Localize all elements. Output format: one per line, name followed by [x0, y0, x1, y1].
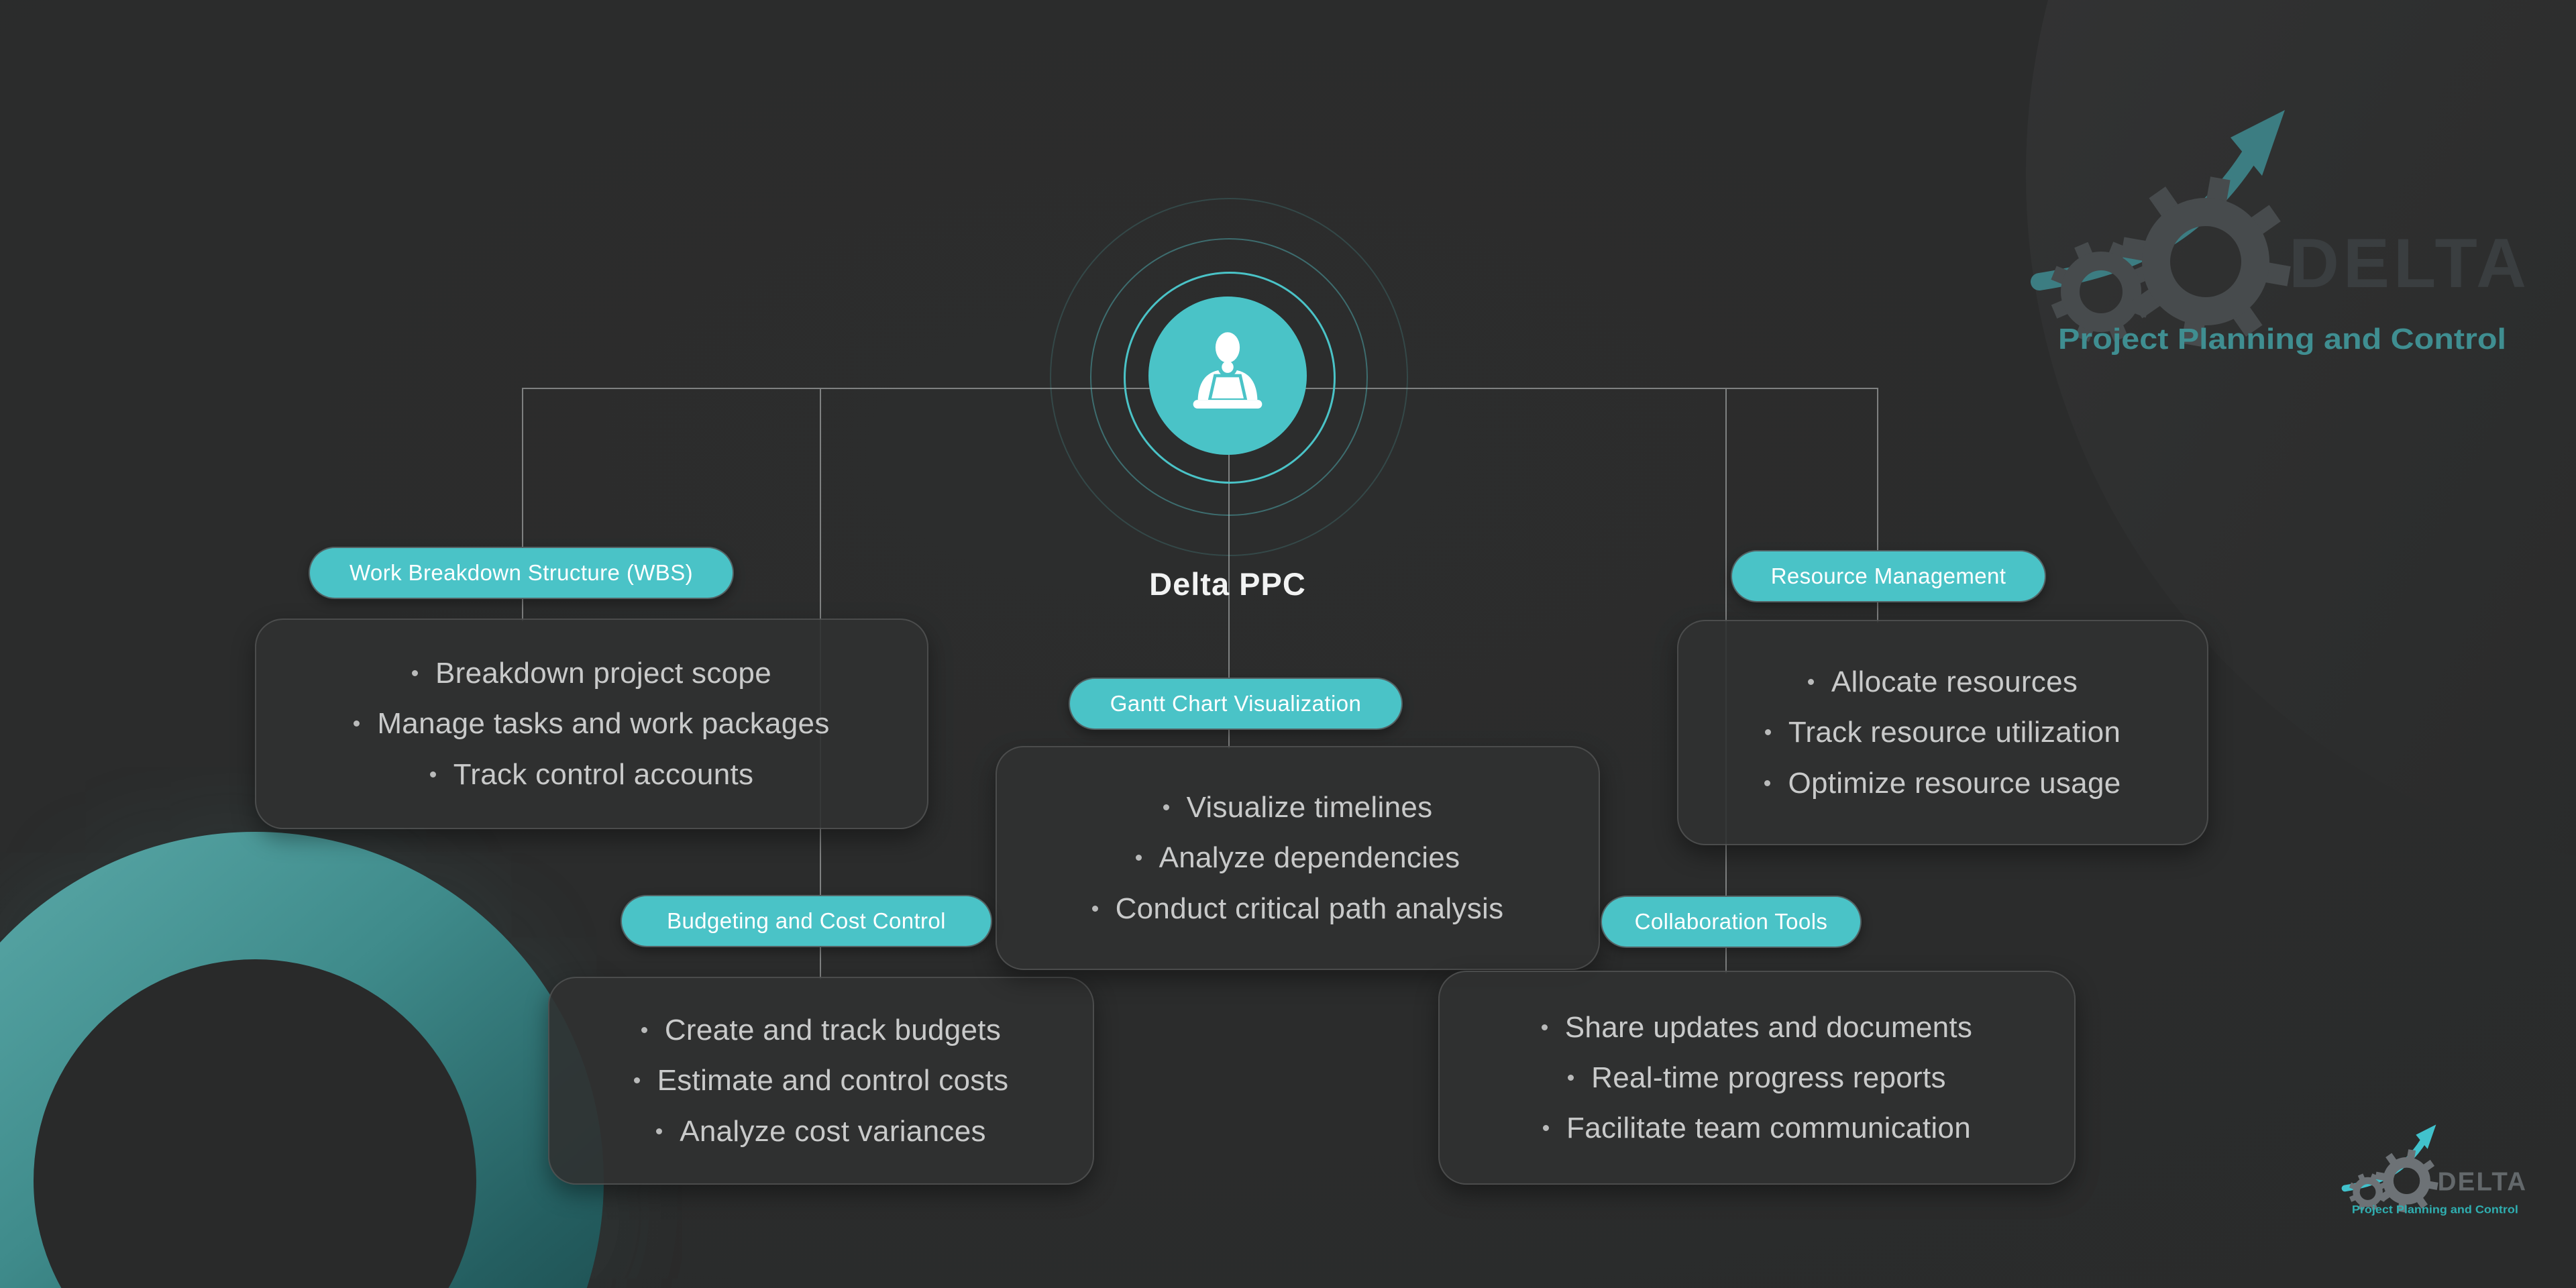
delta-logo-small: DELTA Project Planning and Control	[2340, 1114, 2532, 1220]
branch-badge-resource: Resource Management	[1731, 550, 2046, 602]
list-item-text: Manage tasks and work packages	[377, 707, 830, 741]
bullet-icon	[1163, 804, 1169, 811]
bullet-icon	[1541, 1024, 1548, 1030]
list-item-text: Create and track budgets	[664, 1014, 1002, 1047]
list-item-text: Facilitate team communication	[1566, 1112, 1971, 1145]
list-item: Create and track budgets	[641, 1014, 1001, 1046]
list-item-text: Real-time progress reports	[1591, 1061, 1946, 1094]
list-item: Analyze cost variances	[656, 1115, 986, 1148]
person-at-laptop-icon	[1193, 332, 1263, 409]
page-title: Delta PPC	[1149, 566, 1306, 602]
branch-card-collaboration: Share updates and documents Real-time pr…	[1438, 971, 2076, 1185]
bullet-icon	[1764, 780, 1771, 786]
branch-badge-gantt: Gantt Chart Visualization	[1069, 678, 1403, 730]
list-item-text: Estimate and control costs	[657, 1064, 1009, 1097]
delta-logo-watermark: DELTA Project Planning and Control	[2026, 80, 2542, 366]
list-item-text: Allocate resources	[1831, 665, 2078, 699]
list-item: Allocate resources	[1807, 665, 2078, 699]
list-item: Visualize timelines	[1163, 791, 1433, 824]
connector-wbs	[522, 388, 523, 621]
outer-ring-decor	[1050, 198, 1408, 556]
bullet-icon	[1543, 1125, 1550, 1132]
branch-card-resource: Allocate resources Track resource utiliz…	[1677, 620, 2208, 845]
list-item: Analyze dependencies	[1135, 841, 1460, 875]
list-item-text: Visualize timelines	[1186, 791, 1433, 824]
branch-card-gantt: Visualize timelines Analyze dependencies…	[996, 746, 1600, 970]
gear-small-icon	[2051, 241, 2151, 342]
gear-large-icon	[2121, 176, 2291, 347]
bullet-icon	[1135, 855, 1142, 861]
list-item-text: Optimize resource usage	[1788, 766, 2121, 800]
list-item: Breakdown project scope	[412, 657, 771, 690]
delta-logo-graphic: DELTA Project Planning and Control	[2031, 110, 2530, 356]
bullet-icon	[412, 670, 419, 677]
delta-logo-graphic-small: DELTA Project Planning and Control	[2341, 1124, 2528, 1216]
branch-card-budgeting: Create and track budgets Estimate and co…	[548, 977, 1094, 1185]
inner-ring-decor	[1124, 272, 1336, 484]
list-item: Track control accounts	[429, 757, 754, 791]
list-item: Conduct critical path analysis	[1091, 892, 1504, 925]
list-item-text: Analyze dependencies	[1159, 841, 1460, 875]
teal-donut-decor	[0, 832, 604, 1288]
list-item-text: Analyze cost variances	[680, 1114, 986, 1148]
bullet-icon	[1807, 679, 1814, 686]
logo-tagline-text: Project Planning and Control	[2352, 1204, 2518, 1216]
logo-brand-text: DELTA	[2438, 1167, 2528, 1196]
bullet-icon	[429, 771, 436, 777]
list-item: Optimize resource usage	[1764, 767, 2121, 800]
list-item: Real-time progress reports	[1568, 1061, 1946, 1094]
branch-badge-collaboration: Collaboration Tools	[1601, 896, 1862, 948]
bullet-icon	[641, 1027, 647, 1034]
middle-ring-decor	[1090, 238, 1368, 516]
list-item: Facilitate team communication	[1543, 1112, 1971, 1144]
gear-small-icon	[2349, 1173, 2387, 1211]
logo-brand-text: DELTA	[2289, 225, 2530, 303]
bullet-icon	[633, 1077, 640, 1084]
connector-gantt	[1228, 376, 1230, 749]
gear-large-icon	[2375, 1149, 2438, 1213]
list-item-text: Track resource utilization	[1788, 716, 2121, 749]
list-item: Manage tasks and work packages	[354, 707, 829, 740]
logo-tagline-text: Project Planning and Control	[2058, 323, 2506, 356]
branch-badge-budgeting: Budgeting and Cost Control	[621, 895, 992, 947]
list-item-text: Breakdown project scope	[435, 657, 771, 690]
bullet-icon	[1568, 1074, 1574, 1081]
center-node	[1148, 297, 1307, 455]
bullet-icon	[354, 720, 360, 727]
list-item-text: Conduct critical path analysis	[1115, 892, 1504, 925]
bullet-icon	[1091, 905, 1098, 912]
list-item: Track resource utilization	[1764, 716, 2121, 749]
connector-resource	[1877, 388, 1878, 623]
list-item: Estimate and control costs	[633, 1064, 1009, 1097]
list-item: Share updates and documents	[1541, 1010, 1973, 1044]
list-item-text: Track control accounts	[453, 757, 754, 791]
growth-arrow-head	[2416, 1124, 2436, 1149]
branch-badge-wbs: Work Breakdown Structure (WBS)	[309, 547, 734, 599]
list-item-text: Share updates and documents	[1564, 1010, 1973, 1044]
branch-card-wbs: Breakdown project scope Manage tasks and…	[255, 619, 928, 829]
bullet-icon	[1764, 729, 1771, 736]
bullet-icon	[656, 1128, 663, 1134]
growth-arrow-head	[2231, 110, 2285, 176]
